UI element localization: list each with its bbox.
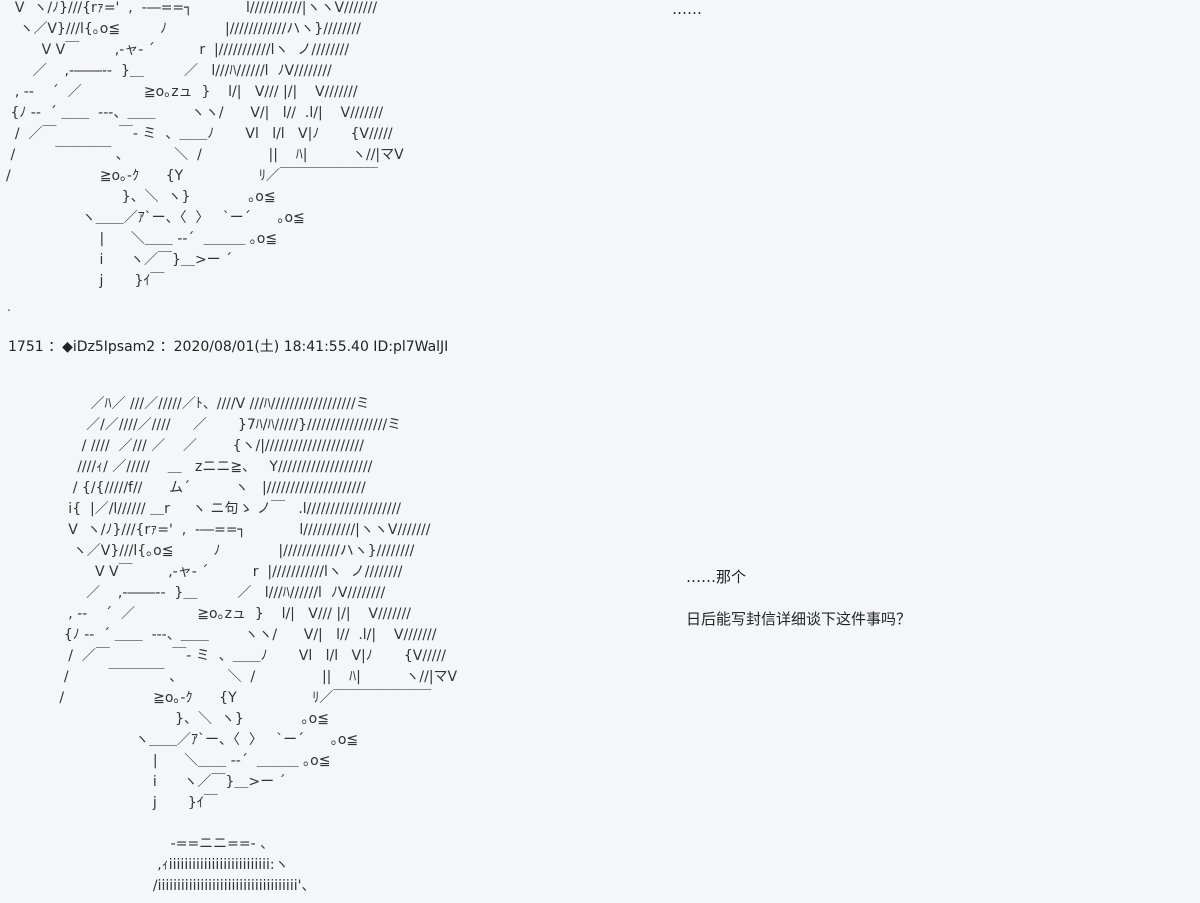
dialogue-line-2: 日后能写封信详细谈下这件事吗？ xyxy=(686,610,912,628)
ascii-art-tail: -==ニニ==- 、 ,ｨiiiiiiiiiiiiiiiiiiiiiiiiii:… xyxy=(152,836,316,894)
dialogue-line-1: ……那个 xyxy=(686,568,747,586)
separator-dot: . xyxy=(7,300,11,314)
ascii-art-bottom: ／ﾊ／ ///／/////／ﾄ、////V ///ﾊ//////////////… xyxy=(59,396,458,811)
ascii-art-top: V ヽ/ﾉ}///{rｧ=' , -―==┐ l///////////|ヽヽV/… xyxy=(6,0,404,289)
post-header: 1751 ：◆iDz5Ipsam2 ：2020/08/01(土) 18:41:5… xyxy=(8,339,449,355)
top-ellipsis-text: …… xyxy=(672,0,702,18)
